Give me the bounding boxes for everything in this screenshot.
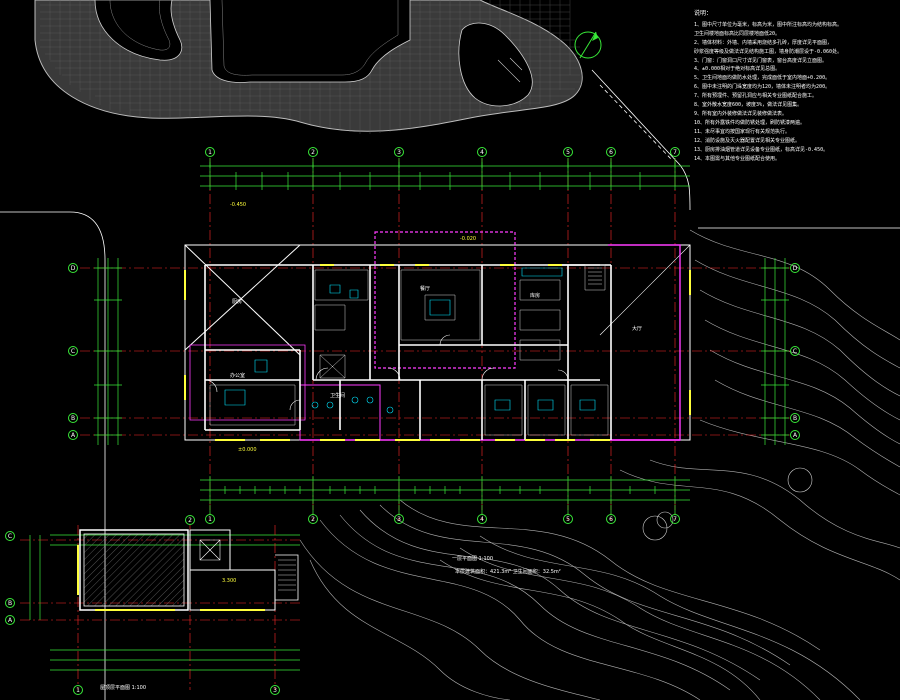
room-label-store: 库房 (530, 293, 541, 299)
elevation-mark: 3.300 (222, 578, 237, 584)
note-line: 3、门窗：门窗洞口尺寸详见门窗表，窗台高度详见立面图。 (694, 57, 828, 64)
room-label-office: 办公室 (230, 373, 246, 379)
grid-bubble-top: 6 (606, 147, 616, 157)
grid-bubble-bottom: 7 (670, 514, 680, 524)
note-line: 7、所有预埋件、预留孔洞应与相关专业图纸配合施工。 (694, 93, 818, 100)
note-line: 卫生间楼地面标高比同层楼地面低20。 (694, 30, 781, 37)
dimension-lines (94, 158, 789, 515)
grid-bubble-left: D (68, 263, 78, 273)
grid-bubble-bottom: 4 (477, 514, 487, 524)
zone-outlines (189, 231, 681, 441)
room-label-dining: 餐厅 (420, 286, 431, 292)
grid-bubble-left: B (68, 413, 78, 423)
grid-bubble-inset: B (5, 598, 15, 608)
plan-title: 一层平面图 1:100 (452, 556, 493, 562)
paving-plaza (34, 0, 583, 134)
grid-bubble-left: C (68, 346, 78, 356)
note-line: 9、所有室内外装修做法详见装修做法表。 (694, 110, 788, 117)
grid-bubble-inset: 3 (270, 685, 280, 695)
room-label-kitchen: 厨房 (232, 299, 243, 305)
note-line: 14、本图需与其他专业图纸配合使用。 (694, 155, 781, 162)
grid-bubble-top: 1 (205, 147, 215, 157)
grid-bubble-left: A (68, 430, 78, 440)
elevation-mark: ±0.000 (238, 447, 257, 453)
windows (184, 264, 691, 441)
grid-bubble-bottom: 3 (394, 514, 404, 524)
interior-walls (204, 264, 612, 440)
elevation-mark: -0.020 (460, 236, 477, 242)
building-outline (184, 244, 691, 441)
interior-details (209, 264, 609, 436)
note-line: 1、图中尺寸单位为毫米，标高为米，图中所注标高均为结构标高。 (694, 21, 843, 28)
note-line: 10、所有外露铁件均做防锈处理，刷防锈漆两遍。 (694, 119, 806, 126)
grid-bubble-right: C (790, 346, 800, 356)
grid-bubble-inset: 1 (73, 685, 83, 695)
grid-bubble-top: 4 (477, 147, 487, 157)
note-line: 6、图中未注明的门垛宽度均为120，墙体未注明者均为200。 (694, 84, 831, 91)
north-arrow-graphic (574, 31, 602, 59)
grid-bubble-top: 7 (670, 147, 680, 157)
grid-bubble-top: 2 (308, 147, 318, 157)
note-line: 12、消防设施及灭火器配置详见相关专业图纸。 (694, 137, 801, 144)
grid-bubble-bottom: 1 (205, 514, 215, 524)
doors (204, 334, 569, 411)
grid-bubble-bottom: 6 (606, 514, 616, 524)
grid-bubble-top: 3 (394, 147, 404, 157)
grid-bubble-inset: C (5, 531, 15, 541)
grid-bubble-right: A (790, 430, 800, 440)
trees (642, 467, 813, 541)
note-line: 11、未尽事宜均按国家现行有关规范执行。 (694, 128, 791, 135)
grid-bubble-right: D (790, 263, 800, 273)
site-boundary (0, 69, 900, 700)
room-label-toilet: 卫生间 (330, 393, 346, 399)
grid-bubble-bottom: 5 (563, 514, 573, 524)
grid-bubble-right: B (790, 413, 800, 423)
note-line: 13、厨房排油烟管道详见设备专业图纸，标高详见-0.450。 (694, 146, 829, 153)
design-notes: 说明： 1、图中尺寸单位为毫米，标高为米，图中所注标高均为结构标高。 卫生间楼地… (694, 10, 894, 163)
furniture (224, 267, 596, 414)
note-line: 2、墙体材料：外墙、内墙采用烧结多孔砖，厚度详见平面图， (694, 39, 833, 46)
area-note: 本层建筑面积：421.3m² 卫生间面积：32.5m² (455, 569, 561, 575)
grid-bubble-top: 5 (563, 147, 573, 157)
elevation-mark: -0.450 (230, 202, 247, 208)
note-line: 8、室外散水宽度600，坡度3%，做法详见图集。 (694, 102, 803, 109)
grid-bubble-inset: A (5, 615, 15, 625)
room-label-hall: 大厅 (632, 326, 643, 332)
inset-title: 屋顶层平面图 1:100 (100, 685, 146, 691)
axis-lines (80, 158, 790, 520)
grid-bubble-inset: 2 (185, 515, 195, 525)
contour-lines (299, 229, 900, 700)
grid-bubble-bottom: 2 (308, 514, 318, 524)
notes-title: 说明： (694, 10, 713, 17)
note-line: 砂浆强度等级及做法详见结构施工图，墙身防潮层设于-0.060处。 (694, 48, 843, 55)
inset-roof-plan (20, 525, 300, 690)
note-line: 5、卫生间地面均做防水处理，完成面低于室内地面+0.200。 (694, 75, 831, 82)
note-line: 4、±0.000相对于绝对标高详见总图。 (694, 66, 781, 73)
